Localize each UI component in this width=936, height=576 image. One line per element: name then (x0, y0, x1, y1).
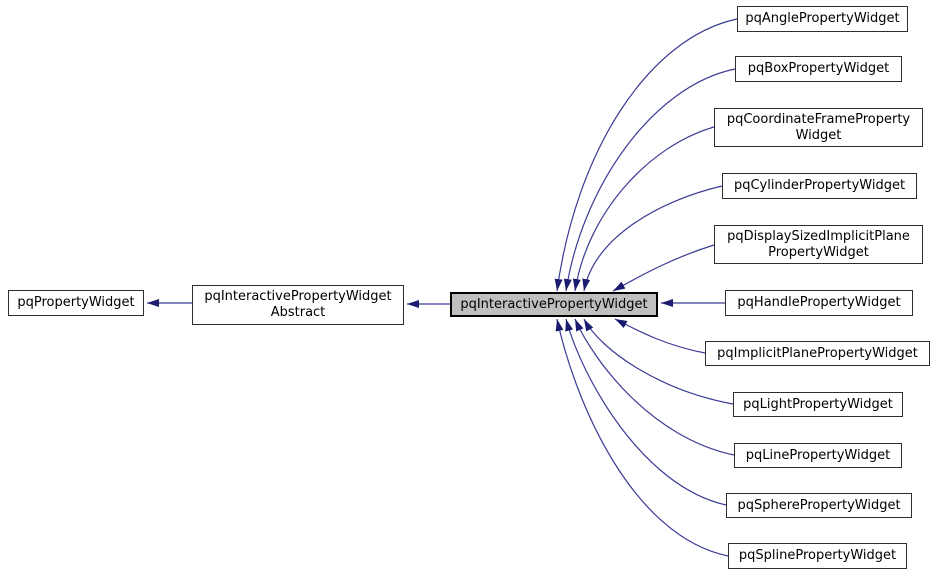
node-label: pqInteractivePropertyWidget (204, 289, 392, 304)
node-pqimplicitplanepropertywidget[interactable]: pqImplicitPlanePropertyWidget (705, 341, 930, 366)
edge-spline-to-center (555, 318, 729, 557)
node-pqcylinderpropertywidget[interactable]: pqCylinderPropertyWidget (722, 173, 917, 199)
edge-line-to-center (574, 318, 735, 456)
node-pqlinepropertywidget[interactable]: pqLinePropertyWidget (734, 443, 902, 468)
node-pqsplinepropertywidget[interactable]: pqSplinePropertyWidget (728, 543, 907, 569)
node-label: PropertyWidget (768, 244, 869, 260)
node-pqboxpropertywidget[interactable]: pqBoxPropertyWidget (735, 56, 902, 82)
node-label: pqBoxPropertyWidget (747, 61, 890, 76)
node-pqcoordinateframepropertywidget[interactable]: pqCoordinateFrameProperty Widget (714, 108, 923, 147)
node-label: Widget (795, 127, 842, 143)
node-label: pqSplinePropertyWidget (738, 548, 897, 563)
edge-displaysized-to-center (612, 244, 715, 292)
node-pqinteractivepropertywidgetabstract[interactable]: pqInteractivePropertyWidget Abstract (192, 285, 404, 325)
node-pqspherepropertywidget[interactable]: pqSpherePropertyWidget (726, 493, 912, 518)
node-pqlightpropertywidget[interactable]: pqLightPropertyWidget (733, 392, 903, 417)
node-label: pqInteractivePropertyWidget (460, 296, 648, 312)
edge-cylinder-to-center (582, 185, 723, 292)
node-label: pqSpherePropertyWidget (737, 497, 901, 513)
node-label: Abstract (270, 305, 326, 320)
edge-implicitplane-to-center (614, 318, 706, 354)
edge-sphere-to-center (565, 318, 727, 506)
edge-coordinateframe-to-center (572, 126, 715, 292)
node-pqpropertywidget[interactable]: pqPropertyWidget (8, 290, 144, 316)
node-label: pqLightPropertyWidget (743, 396, 893, 412)
node-label: pqCoordinateFrameProperty (726, 111, 911, 127)
edge-box-to-center (563, 68, 736, 292)
edge-light-to-center (583, 318, 734, 405)
node-label: pqHandlePropertyWidget (737, 295, 901, 310)
node-pqdisplaysizedimplicitplanepropertywidget[interactable]: pqDisplaySizedImplicitPlane PropertyWidg… (714, 225, 923, 264)
node-pqanglepropertywidget[interactable]: pqAnglePropertyWidget (737, 6, 908, 32)
node-label: pqPropertyWidget (17, 295, 135, 310)
node-pqinteractivepropertywidget[interactable]: pqInteractivePropertyWidget (450, 292, 658, 317)
node-label: pqCylinderPropertyWidget (733, 178, 906, 193)
node-label: pqImplicitPlanePropertyWidget (717, 345, 918, 361)
node-pqhandlepropertywidget[interactable]: pqHandlePropertyWidget (725, 290, 913, 316)
node-label: pqDisplaySizedImplicitPlane (727, 228, 910, 244)
edge-angle-to-center (554, 18, 738, 292)
node-label: pqAnglePropertyWidget (745, 11, 900, 26)
node-label: pqLinePropertyWidget (745, 447, 891, 463)
